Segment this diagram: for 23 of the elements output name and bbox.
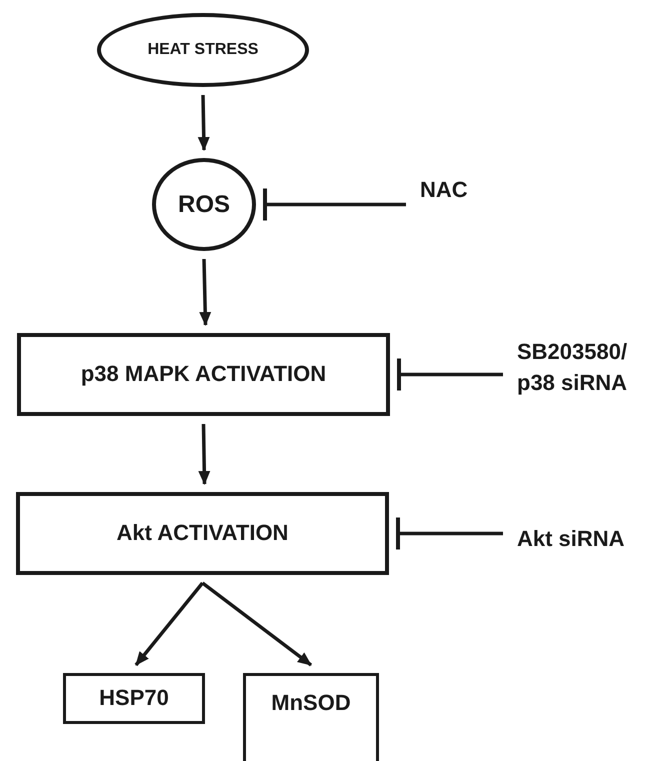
node-label: HEAT STRESS — [148, 40, 258, 60]
process-box — [63, 673, 205, 724]
process-box — [243, 673, 379, 761]
circle-node — [152, 158, 256, 251]
node-label: p38 MAPK ACTIVATION — [80, 360, 326, 388]
arrow — [199, 258, 212, 326]
node-label: MnSOD — [271, 689, 351, 717]
ellipse-node — [97, 13, 309, 87]
node-label: Akt ACTIVATION — [116, 519, 288, 548]
inhibition-line — [397, 358, 503, 390]
node-label: ROS — [178, 190, 230, 220]
inhibitor-label: SB203580/ p38 siRNA — [517, 338, 628, 397]
process-box — [17, 333, 390, 416]
arrow — [134, 582, 204, 666]
process-box — [16, 492, 389, 575]
arrow — [201, 582, 312, 666]
inhibition-line — [396, 518, 503, 550]
inhibitor-label: NAC — [420, 176, 468, 204]
arrow — [198, 424, 210, 485]
node-label: HSP70 — [99, 684, 169, 712]
inhibitor-label: Akt siRNA — [517, 524, 625, 553]
inhibition-line — [263, 188, 406, 220]
arrow — [198, 94, 210, 151]
